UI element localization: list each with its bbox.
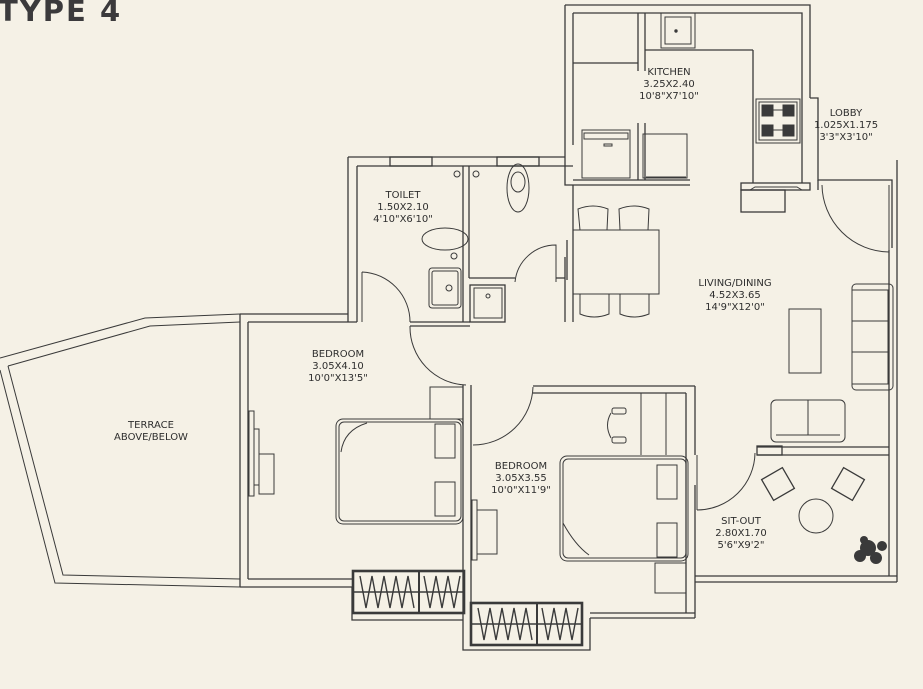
room-name: SIT-OUT	[721, 516, 761, 527]
room-imperial: 4'10"X6'10"	[373, 214, 433, 225]
room-metric: 3.25X2.40	[643, 79, 695, 90]
room-metric: 1.025X1.175	[813, 120, 879, 131]
room-metric: 3.05X3.55	[495, 473, 547, 484]
room-label-sit-out: SIT-OUT 2.80X1.70 5'6"X9'2"	[715, 516, 766, 552]
room-metric: 4.52X3.65	[709, 290, 761, 301]
room-name: KITCHEN	[647, 67, 691, 78]
room-imperial: 14'9"X12'0"	[705, 302, 765, 313]
room-metric: 2.80X1.70	[715, 528, 767, 539]
room-imperial: 10'0"X13'5"	[308, 373, 368, 384]
room-label-terrace: TERRACE ABOVE/BELOW	[114, 420, 188, 444]
terrace-line-2: ABOVE/BELOW	[114, 432, 188, 443]
plan-title: TYPE 4	[0, 0, 123, 28]
sitout-furniture	[760, 466, 887, 564]
bedroom2-furniture	[471, 393, 689, 594]
plant-icon	[854, 536, 887, 564]
kitchen-fixtures	[581, 12, 803, 191]
room-label-toilet: TOILET 1.50X2.10 4'10"X6'10"	[373, 190, 433, 226]
doors	[361, 184, 890, 511]
toilet-fixtures	[421, 163, 530, 319]
room-label-lobby: LOBBY 1.025X1.175 3'3"X3'10"	[814, 108, 878, 144]
room-name: BEDROOM	[494, 461, 548, 472]
room-metric: 1.50X2.10	[377, 202, 429, 213]
room-label-kitchen: KITCHEN 3.25X2.40 10'8"X7'10"	[639, 67, 699, 103]
dining-set	[572, 205, 660, 318]
room-name: BEDROOM	[311, 349, 365, 360]
living-furniture	[770, 283, 894, 443]
wardrobes	[351, 569, 584, 647]
room-label-living-dining: LIVING/DINING 4.52X3.65 14'9"X12'0"	[698, 278, 771, 314]
room-name: TOILET	[385, 190, 421, 201]
room-imperial: 10'0"X11'9"	[491, 485, 551, 496]
room-name: LIVING/DINING	[698, 278, 772, 289]
interior-walls	[410, 13, 889, 620]
room-label-bedroom-2: BEDROOM 3.05X3.55 10'0"X11'9"	[491, 461, 551, 497]
room-imperial: 3'3"X3'10"	[819, 132, 873, 143]
bedroom1-furniture	[248, 386, 464, 525]
terrace-outline	[0, 313, 241, 588]
room-metric: 3.05X4.10	[312, 361, 364, 372]
room-imperial: 5'6"X9'2"	[717, 540, 765, 551]
room-label-bedroom-1: BEDROOM 3.05X4.10 10'0"X13'5"	[308, 349, 368, 385]
room-name: LOBBY	[829, 108, 863, 119]
room-imperial: 10'8"X7'10"	[639, 91, 699, 102]
exterior-walls	[239, 4, 898, 651]
terrace-line-1: TERRACE	[128, 420, 174, 431]
